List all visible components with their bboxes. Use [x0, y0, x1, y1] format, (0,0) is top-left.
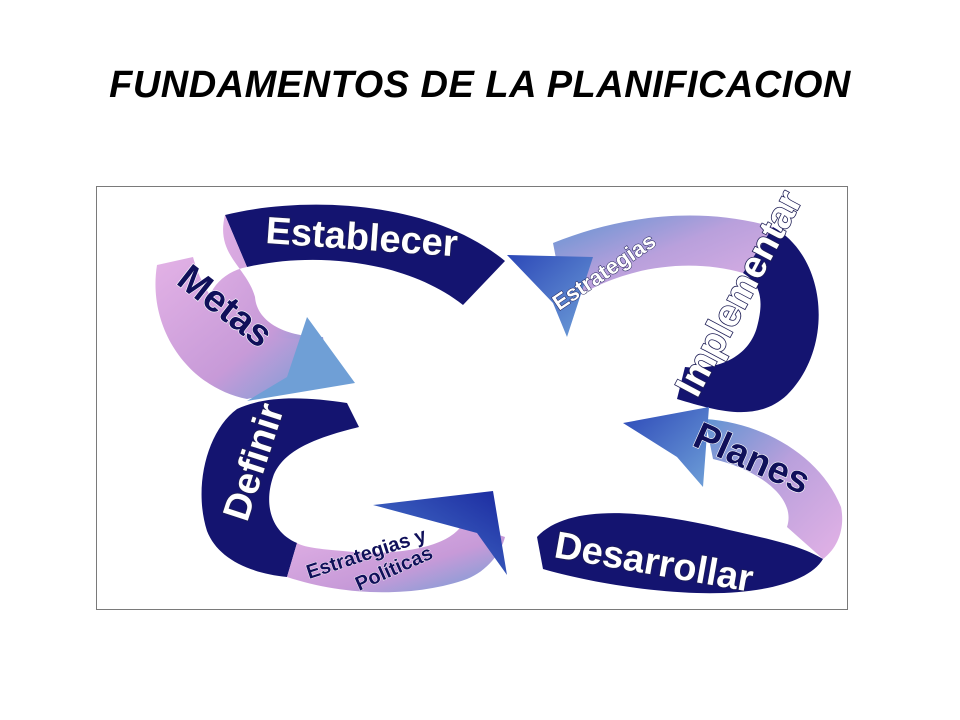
- politicas-arrowhead: [373, 491, 507, 575]
- planning-cycle-diagram: Establecer Metas Estrategias Implementar…: [96, 186, 848, 610]
- arrow-establecer-metas: Establecer Metas: [155, 204, 505, 401]
- metas-arrowhead: [247, 317, 355, 401]
- establecer-band: [225, 204, 505, 305]
- metas-band-outer: [155, 257, 327, 399]
- slide-title: FUNDAMENTOS DE LA PLANIFICACION: [109, 64, 851, 106]
- arrow-planes-desarrollar: Planes Desarrollar: [537, 407, 843, 602]
- definir-band: [201, 398, 359, 577]
- planes-arrowhead: [623, 407, 709, 487]
- politicas-band: [287, 523, 505, 593]
- implementar-band: [677, 227, 819, 413]
- label-planes: Planes: [687, 415, 816, 503]
- desarrollar-band: [537, 513, 823, 594]
- estrategias-arrowhead: [507, 255, 593, 337]
- arrow-estrategias-implementar: Estrategias Implementar: [507, 187, 819, 413]
- arrow-definir-estrategias-politicas: Definir Estrategias y Políticas: [201, 397, 507, 596]
- planes-band: [705, 419, 843, 559]
- cycle-arrows-svg: Establecer Metas Estrategias Implementar…: [155, 187, 843, 602]
- estrategias-band: [553, 215, 773, 305]
